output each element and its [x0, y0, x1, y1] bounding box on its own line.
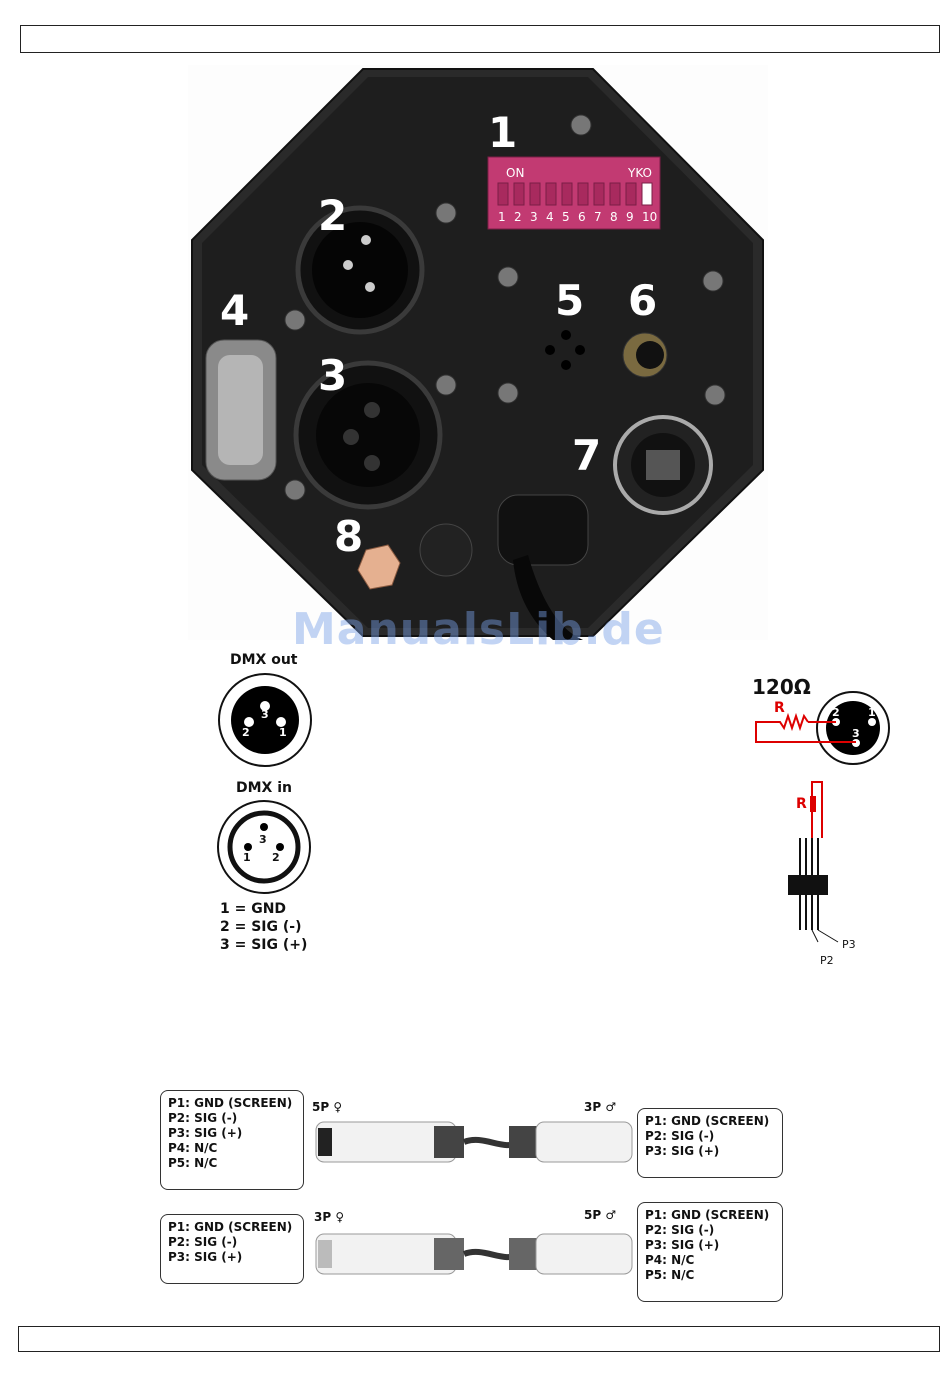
dmx-out-pin-1: 1 — [279, 726, 287, 739]
terminator-p2: P2 — [820, 954, 834, 967]
terminator-pin-1: 1 — [868, 706, 876, 719]
terminator-resistor-label-2: R — [796, 796, 807, 812]
xlr-out-socket — [295, 205, 425, 335]
dip-brand-label: YKO — [627, 166, 652, 180]
dmx-out-title: DMX out — [230, 652, 298, 668]
dmx-in-pin-3: 3 — [259, 833, 267, 846]
xlr-in-socket — [293, 360, 443, 510]
callout-1: 1 — [488, 108, 517, 157]
callout-8: 8 — [334, 512, 363, 561]
callout-2: 2 — [318, 191, 347, 240]
terminator-diagram: 2 1 3 R R P2 P3 — [755, 691, 890, 967]
watermark: ManualsLib.de — [292, 604, 665, 655]
pin-legend-3: 3 = SIG (+) — [220, 937, 308, 953]
dip-number-8: 8 — [610, 210, 618, 224]
dip-lever-3 — [529, 182, 541, 206]
microphone — [545, 330, 585, 370]
ground-bolt — [357, 523, 473, 590]
dip-number-9: 9 — [626, 210, 634, 224]
terminator-resistor-label: R — [774, 700, 785, 716]
fuse-knob — [205, 339, 277, 481]
dip-lever-2 — [513, 182, 525, 206]
dip-lever-5 — [561, 182, 573, 206]
cable2-right-pins: P1: GND (SCREEN) P2: SIG (-) P3: SIG (+)… — [637, 1202, 783, 1302]
terminator-pin-3: 3 — [852, 727, 860, 740]
cable1-left-label: 5P ♀ — [312, 1100, 343, 1114]
cable1-right-pins: P1: GND (SCREEN) P2: SIG (-) P3: SIG (+) — [637, 1108, 783, 1178]
pin-legend-1: 1 = GND — [220, 901, 287, 917]
cable1-left-pins: P1: GND (SCREEN) P2: SIG (-) P3: SIG (+)… — [160, 1090, 304, 1190]
callout-6: 6 — [628, 276, 657, 325]
dip-number-10: 10 — [642, 210, 657, 224]
fuse-holder — [613, 415, 713, 515]
cable1-drawing — [315, 1121, 633, 1163]
dip-number-5: 5 — [562, 210, 570, 224]
dip-number-7: 7 — [594, 210, 602, 224]
sensitivity-knob — [622, 332, 668, 378]
cable2-left-label: 3P ♀ — [314, 1210, 345, 1224]
cable2-right-label: 5P ♂ — [584, 1208, 617, 1222]
header-frame — [20, 25, 940, 53]
dip-lever-8 — [609, 182, 621, 206]
dip-number-4: 4 — [546, 210, 554, 224]
dip-lever-7 — [593, 182, 605, 206]
dmx-out-pin-3: 3 — [261, 708, 269, 721]
dip-number-6: 6 — [578, 210, 586, 224]
dmx-in-pin-1: 1 — [243, 851, 251, 864]
dmx-in-pin-2: 2 — [272, 851, 280, 864]
dmx-in-connector: 3 1 2 — [217, 800, 311, 894]
power-cable — [497, 494, 589, 640]
dip-lever-4 — [545, 182, 557, 206]
terminator-p3: P3 — [842, 938, 856, 951]
dmx-out-pin-2: 2 — [242, 726, 250, 739]
terminator-resistance: 120Ω — [752, 675, 811, 699]
dip-lever-9 — [625, 182, 637, 206]
dmx-out-connector: 3 2 1 — [218, 673, 312, 767]
dip-number-3: 3 — [530, 210, 538, 224]
dip-number-1: 1 — [498, 210, 506, 224]
pin-legend: 1 = GND 2 = SIG (-) 3 = SIG (+) — [220, 900, 307, 954]
dmx-in-title: DMX in — [236, 780, 292, 796]
cable2-drawing — [315, 1233, 633, 1275]
terminator-pin-2: 2 — [832, 706, 840, 719]
dip-number-2: 2 — [514, 210, 522, 224]
footer-frame — [18, 1326, 940, 1352]
dip-lever-6 — [577, 182, 589, 206]
cable2-left-pins: P1: GND (SCREEN) P2: SIG (-) P3: SIG (+) — [160, 1214, 304, 1284]
callout-3: 3 — [318, 351, 347, 400]
callout-7: 7 — [572, 431, 601, 480]
callout-5: 5 — [555, 276, 584, 325]
pin-legend-2: 2 = SIG (-) — [220, 919, 302, 935]
cable1-right-label: 3P ♂ — [584, 1100, 617, 1114]
callout-4: 4 — [220, 286, 249, 335]
dip-lever-10 — [641, 182, 653, 206]
dip-on-label: ON — [506, 166, 524, 180]
dip-lever-1 — [497, 182, 509, 206]
